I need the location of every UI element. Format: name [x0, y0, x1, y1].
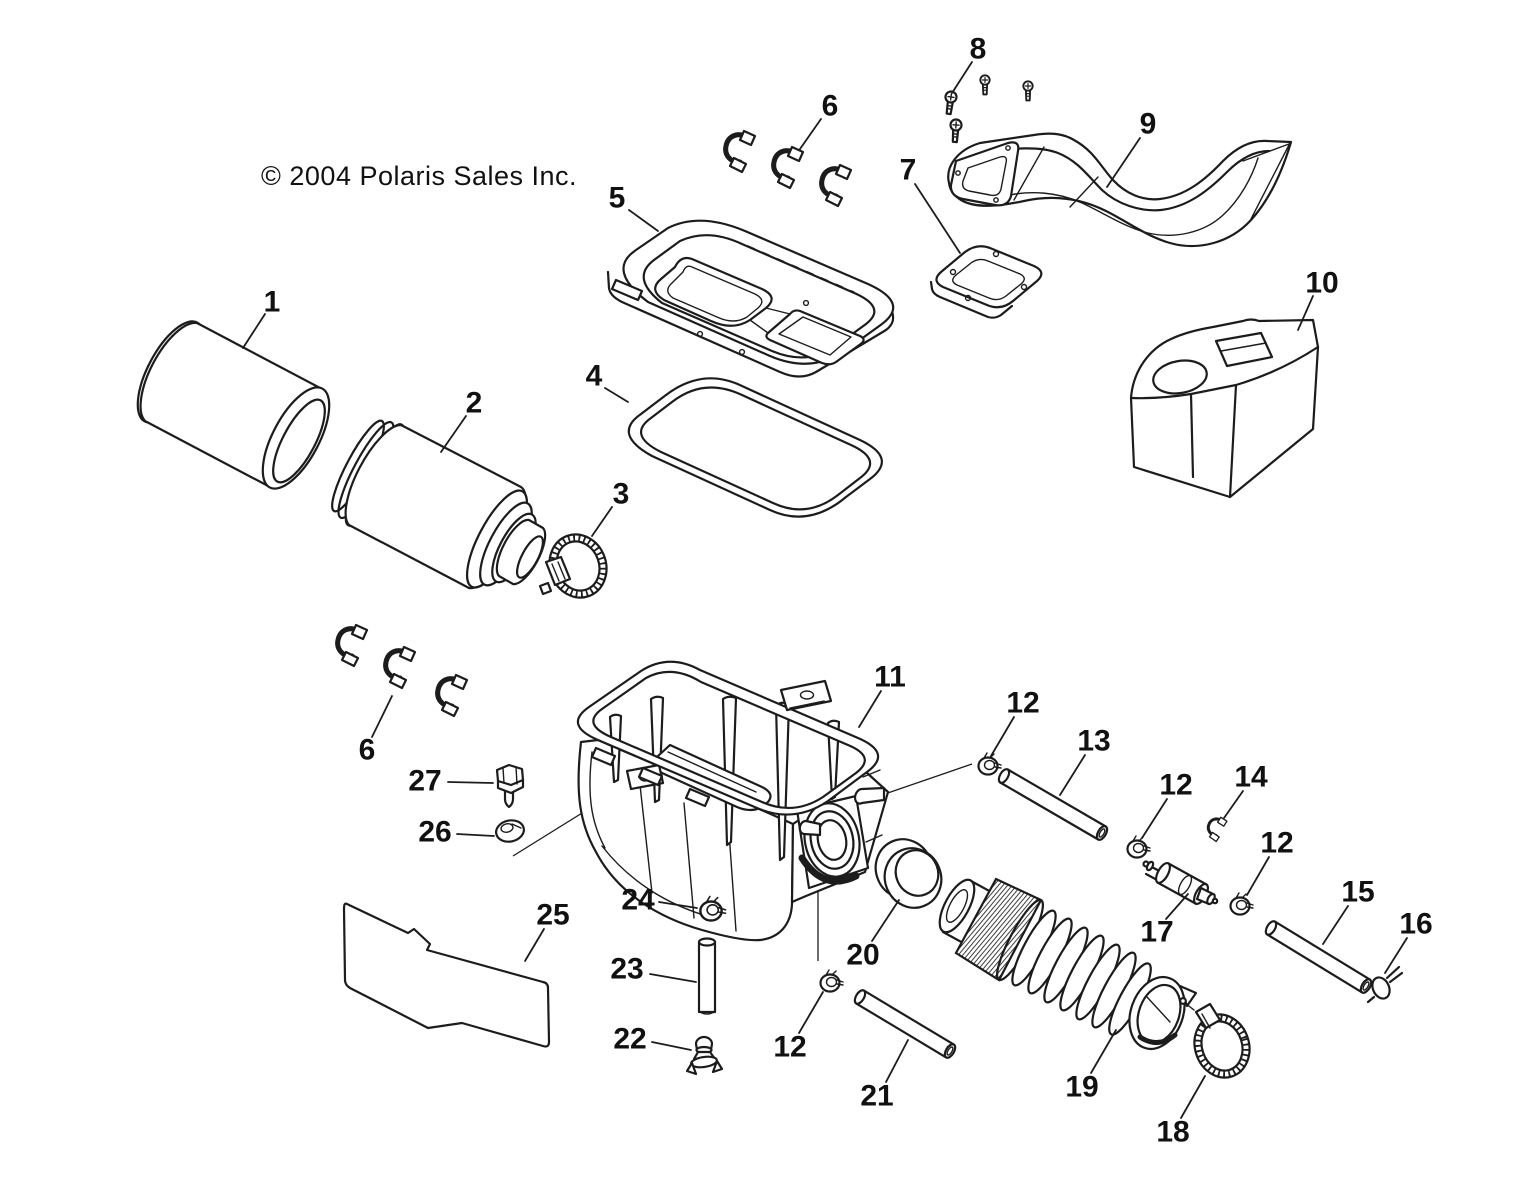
part-drain-valve — [685, 1035, 724, 1076]
part-cover-clips-upper — [726, 131, 851, 206]
callout-leader-26-28 — [456, 833, 495, 837]
callout-leader-12-15 — [1246, 856, 1270, 896]
callout-label-7-6: 7 — [900, 154, 917, 187]
callout-label-12-15: 12 — [1260, 827, 1293, 860]
part-air-filter-element — [331, 419, 547, 590]
callout-label-9-8: 9 — [1140, 108, 1157, 141]
callout-leader-10-9 — [1297, 295, 1314, 331]
callout-leader-13-12 — [1059, 754, 1086, 796]
part-foam-block — [1129, 318, 1320, 499]
callout-label-26-28: 26 — [418, 816, 451, 849]
callout-label-2-1: 2 — [466, 387, 483, 420]
part-worm-clamp — [1179, 997, 1251, 1079]
callout-label-1-0: 1 — [264, 286, 281, 319]
part-cover-seal — [627, 377, 883, 518]
callout-leader-12-11 — [990, 716, 1015, 757]
callout-leader-8-7 — [951, 61, 973, 94]
callout-label-12-13: 12 — [1159, 769, 1192, 802]
callout-label-24-26: 24 — [621, 884, 655, 917]
callout-label-17-18: 17 — [1140, 916, 1173, 949]
part-hose-21 — [853, 989, 957, 1059]
callout-label-25-27: 25 — [536, 899, 569, 932]
callout-leader-15-16 — [1322, 905, 1349, 945]
callout-leader-12-13 — [1141, 798, 1168, 839]
callout-leader-22-24 — [651, 1041, 692, 1051]
callout-leader-17-18 — [1165, 893, 1189, 920]
callout-label-11-10: 11 — [874, 661, 906, 694]
callout-leader-9-8 — [1106, 137, 1141, 188]
callout-label-4-3: 4 — [586, 360, 603, 393]
callout-label-6-5: 6 — [822, 90, 839, 123]
callout-label-12-11: 12 — [1006, 687, 1039, 720]
part-filter-clamp — [538, 533, 608, 599]
part-airbox-base — [576, 660, 890, 942]
callout-leader-21-22 — [885, 1039, 909, 1083]
part-bolt — [495, 763, 525, 809]
part-pre-filter-sleeve — [136, 320, 331, 490]
callout-label-22-24: 22 — [613, 1023, 646, 1056]
callout-leader-2-1 — [440, 415, 467, 453]
callout-label-27-29: 27 — [408, 765, 441, 798]
callout-label-20-21: 20 — [846, 939, 879, 972]
callout-label-14-14: 14 — [1234, 761, 1268, 794]
callout-label-13-12: 13 — [1077, 725, 1110, 758]
callout-leader-27-29 — [447, 781, 494, 784]
callout-leader-12-23 — [798, 991, 824, 1034]
callout-label-6-30: 6 — [359, 734, 376, 767]
callout-leader-11-10 — [858, 690, 882, 728]
part-cover-clips-lower — [338, 625, 467, 716]
part-hose-13 — [997, 768, 1109, 841]
callout-leader-4-3 — [604, 387, 629, 403]
callout-leader-6-30 — [371, 695, 393, 738]
callout-leader-16-17 — [1384, 937, 1408, 974]
callout-leader-25-27 — [524, 928, 545, 962]
callout-leader-19-20 — [1090, 1029, 1117, 1074]
part-airbox-cover — [606, 219, 895, 378]
callout-label-12-23: 12 — [773, 1031, 806, 1064]
part-hose-15 — [1264, 920, 1373, 994]
copyright-text: © 2004 Polaris Sales Inc. — [261, 161, 578, 191]
callout-leader-6-5 — [799, 118, 822, 150]
part-intake-duct — [947, 132, 1293, 248]
callout-leader-14-14 — [1223, 790, 1244, 819]
callout-label-23-25: 23 — [610, 953, 643, 986]
callout-label-19-20: 19 — [1065, 1071, 1098, 1104]
callout-leader-18-19 — [1180, 1075, 1206, 1119]
callout-label-10-9: 10 — [1305, 267, 1338, 300]
part-wire-clip — [1366, 965, 1404, 1004]
part-intake-boot — [938, 877, 1198, 1050]
part-foam-pad — [342, 902, 551, 1048]
callout-label-8-7: 8 — [970, 33, 987, 66]
part-check-valve — [1142, 860, 1219, 906]
callout-leader-23-25 — [649, 973, 697, 983]
callout-label-15-16: 15 — [1341, 876, 1374, 909]
callout-leader-20-21 — [871, 899, 900, 942]
callout-label-5-4: 5 — [609, 182, 626, 215]
part-clip-14 — [1204, 814, 1229, 845]
callout-leader-7-6 — [914, 183, 961, 254]
part-washer — [495, 819, 525, 843]
callout-label-21-22: 21 — [860, 1080, 893, 1113]
callout-label-16-17: 16 — [1399, 908, 1432, 941]
part-duct-gasket — [929, 245, 1043, 319]
callout-leader-3-2 — [591, 506, 613, 537]
callout-leader-1-0 — [242, 313, 266, 349]
callout-leader-24-26 — [658, 901, 698, 909]
callout-leader-5-4 — [628, 209, 659, 232]
callout-label-18-19: 18 — [1156, 1116, 1189, 1149]
part-drain-hose — [697, 937, 717, 1015]
part-seal-ring — [874, 838, 943, 909]
callout-label-3-2: 3 — [613, 478, 630, 511]
